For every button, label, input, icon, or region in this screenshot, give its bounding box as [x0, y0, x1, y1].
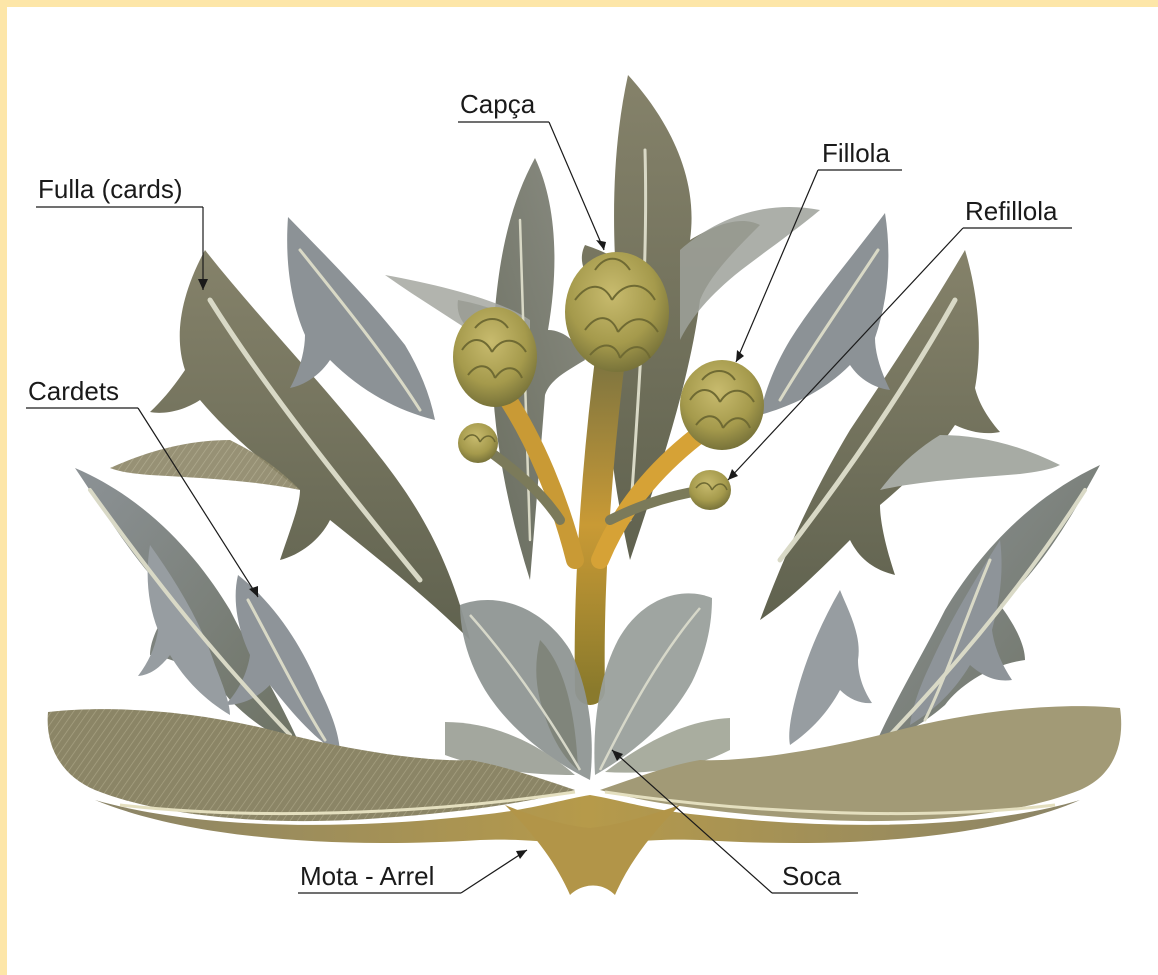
head-capca [565, 252, 669, 372]
label-refillola-text: Refillola [965, 196, 1058, 226]
head-refillola-right [689, 470, 731, 510]
head-refillola-left [458, 423, 498, 463]
label-mota-arrel-text: Mota - Arrel [300, 861, 434, 891]
label-fillola-text: Fillola [822, 138, 890, 168]
head-fillola-right [680, 360, 764, 450]
label-fulla: Fulla (cards) [36, 174, 208, 290]
leaf-back-right-fan [680, 207, 820, 340]
label-capca-text: Capça [460, 89, 536, 119]
main-stem [590, 360, 610, 690]
leaf-right-grey [760, 213, 890, 415]
label-soca-text: Soca [782, 861, 842, 891]
label-mota-arrel: Mota - Arrel [298, 850, 527, 893]
head-fillola-left [453, 307, 537, 407]
label-fulla-text: Fulla (cards) [38, 174, 182, 204]
leaf-cardet-right-2 [789, 590, 872, 745]
label-cardets-text: Cardets [28, 376, 119, 406]
